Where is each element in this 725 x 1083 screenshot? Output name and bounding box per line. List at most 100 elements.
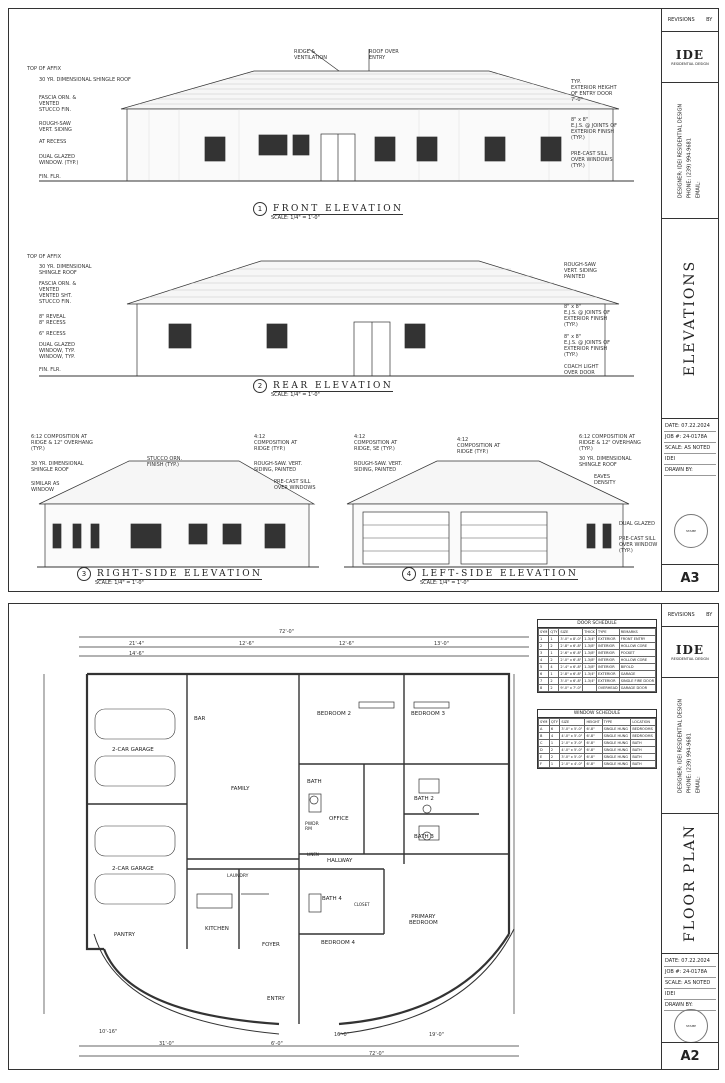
room-bath-4: BATH 4 — [322, 896, 342, 902]
detail-scale: SCALE: 1/4" = 1'-0" — [271, 215, 320, 221]
left-note-siding: ROUGH-SAW. VERT. SIDING, PAINTED — [354, 461, 403, 473]
idei-field: IDEI — [664, 454, 716, 465]
detail-number: 3 — [77, 567, 91, 581]
title-block: REVISIONS BY IDE RESIDENTIAL DESIGN DESI… — [661, 604, 718, 1069]
sheet-meta: DATE: 07.22.2024 JOB #: 24-0178A SCALE: … — [662, 419, 718, 478]
detail-scale: SCALE: 1/4" = 1'-0" — [420, 580, 469, 586]
job-field: JOB #: 24-0178A — [664, 432, 716, 443]
sheet-number: A3 — [662, 564, 718, 591]
floor-plan-svg — [43, 636, 529, 1057]
rear-note-fin-flr: FIN. FLR. — [39, 367, 61, 373]
left-note-composition: 4:12 COMPOSITION AT RIDGE, SE (TYP.) — [354, 434, 398, 452]
dim-bottom-3: 72'-0" — [369, 1051, 385, 1057]
phone-line: PHONE: (239) 994-9681 — [686, 137, 693, 198]
room-bedroom-3: BEDROOM 3 — [411, 711, 445, 717]
front-note-roof: 30 YR. DIMENSIONAL SHINGLE ROOF — [39, 77, 131, 83]
elevations-drawing: TOP OF AFFIX 30 YR. DIMENSIONAL SHINGLE … — [9, 9, 659, 591]
rear-note-roof: 30 YR. DIMENSIONAL SHINGLE ROOF — [39, 264, 92, 276]
right-note-siding: ROUGH-SAW. VERT. SIDING, PAINTED — [254, 461, 303, 473]
left-note-roof: 30 YR. DIMENSIONAL SHINGLE ROOF — [579, 456, 632, 468]
elevations-sheet: TOP OF AFFIX 30 YR. DIMENSIONAL SHINGLE … — [8, 8, 719, 592]
right-side-elevation-drawing — [37, 460, 319, 568]
front-note-ridge: RIDGE & VENTILATION — [294, 49, 327, 61]
rear-note-ejs-2: 8" x 8" E.J.S. @ JOINTS OF EXTERIOR FINI… — [564, 334, 611, 358]
sheet-title-block: FLOOR PLAN — [662, 813, 718, 954]
detail-title: LEFT-SIDE ELEVATION — [422, 568, 579, 580]
door-schedule-title: DOOR SCHEDULE — [538, 620, 656, 628]
idei-field: IDEI — [664, 989, 716, 1000]
by-label: BY — [706, 612, 713, 618]
revisions-header: REVISIONS BY — [662, 604, 718, 627]
engineer-stamp: STAMP — [674, 1009, 708, 1043]
dim-bottom-4: 10'-16" — [99, 1029, 118, 1035]
room-primary-bedroom: PRIMARY BEDROOM — [409, 914, 438, 926]
detail-scale: SCALE: 1/4" = 1'-0" — [95, 580, 144, 586]
company-logo: IDE RESIDENTIAL DESIGN — [662, 627, 718, 678]
right-elevation-title: 3 RIGHT-SIDE ELEVATION SCALE: 1/4" = 1'-… — [77, 567, 263, 586]
dim-bottom-1: 31'-0" — [159, 1041, 175, 1047]
sheet-meta: DATE: 07.22.2024 JOB #: 24-0178A SCALE: … — [662, 954, 718, 1013]
room-garage-1: 2-CAR GARAGE — [112, 747, 154, 753]
right-note-window: SIMILAR AS WINDOW — [31, 481, 60, 493]
left-note-overhang: 6:12 COMPOSITION AT RIDGE & 12" OVERHANG… — [579, 434, 641, 452]
email-line: EMAIL: — [695, 775, 702, 793]
floor-plan-sheet: 72'-0" 21'-4" 12'-6" 12'-6" 13'-0" 14'-6… — [8, 603, 719, 1070]
front-note-sill: PRE-CAST SILL OVER WINDOWS (TYP.) — [571, 151, 613, 169]
rear-elevation-title: 2 REAR ELEVATION SCALE: 1/4" = 1'-0" — [253, 379, 394, 398]
room-garage-2: 2-CAR GARAGE — [112, 866, 154, 872]
detail-scale: SCALE: 1/4" = 1'-0" — [271, 392, 320, 398]
dim-top-3: 12'-6" — [339, 641, 355, 647]
left-side-elevation-drawing — [344, 460, 634, 568]
designer-line: DESIGNER: IDEI RESIDENTIAL DESIGN — [677, 698, 684, 793]
room-bedroom-2: BEDROOM 2 — [317, 711, 351, 717]
front-note-fin-flr: FIN. FLR. — [39, 174, 61, 180]
detail-number: 4 — [402, 567, 416, 581]
dim-bottom-5: 16'-0" — [334, 1032, 350, 1038]
room-bath: BATH — [307, 779, 322, 785]
job-field: JOB #: 24-0178A — [664, 967, 716, 978]
room-bath-3: BATH 3 — [414, 834, 434, 840]
detail-number: 2 — [253, 379, 267, 393]
logo-subtitle: RESIDENTIAL DESIGN — [671, 62, 709, 66]
right-note-composition: 6:12 COMPOSITION AT RIDGE & 12" OVERHANG… — [31, 434, 93, 452]
room-bar: BAR — [194, 716, 206, 722]
dim-top-2: 12'-6" — [239, 641, 255, 647]
left-note-sill: PRE-CAST SILL OVER WINDOW (TYP.) — [619, 536, 658, 554]
rear-note-ejs-1: 8" x 8" E.J.S. @ JOINTS OF EXTERIOR FINI… — [564, 304, 611, 328]
room-family: FAMILY — [231, 786, 250, 792]
front-note-ejs: 8" x 8" E.J.S. @ JOINTS OF EXTERIOR FINI… — [571, 117, 618, 141]
rear-elevation-drawing — [39, 260, 634, 377]
front-note-recess: AT RECESS — [39, 139, 67, 145]
logo-subtitle: RESIDENTIAL DESIGN — [671, 657, 709, 661]
dim-bottom-2: 6'-0" — [271, 1041, 283, 1047]
right-note-ridge: 4:12 COMPOSITION AT RIDGE (TYP.) — [254, 434, 298, 452]
rear-note-fascia: FASCIA ORN. & VENTED VENTED SHT. STUCCO … — [39, 281, 77, 305]
drawn-by-field: DRAWN BY: — [664, 465, 716, 476]
room-bath-2: BATH 2 — [414, 796, 434, 802]
scale-field: SCALE: AS NOTED — [664, 443, 716, 454]
floor-plan-drawing: 72'-0" 21'-4" 12'-6" 12'-6" 13'-0" 14'-6… — [9, 604, 659, 1069]
by-label: BY — [706, 17, 713, 23]
engineer-stamp: STAMP — [674, 514, 708, 548]
email-line: EMAIL: — [695, 180, 702, 198]
detail-title: FRONT ELEVATION — [273, 203, 404, 215]
revisions-label: REVISIONS — [667, 17, 695, 23]
front-elevation-drawing — [39, 48, 634, 182]
left-note-eaves: EAVES DENSITY — [594, 474, 616, 486]
date-field: DATE: 07.22.2024 — [664, 421, 716, 432]
rear-note-coach-light: COACH LIGHT OVER DOOR — [564, 364, 599, 376]
